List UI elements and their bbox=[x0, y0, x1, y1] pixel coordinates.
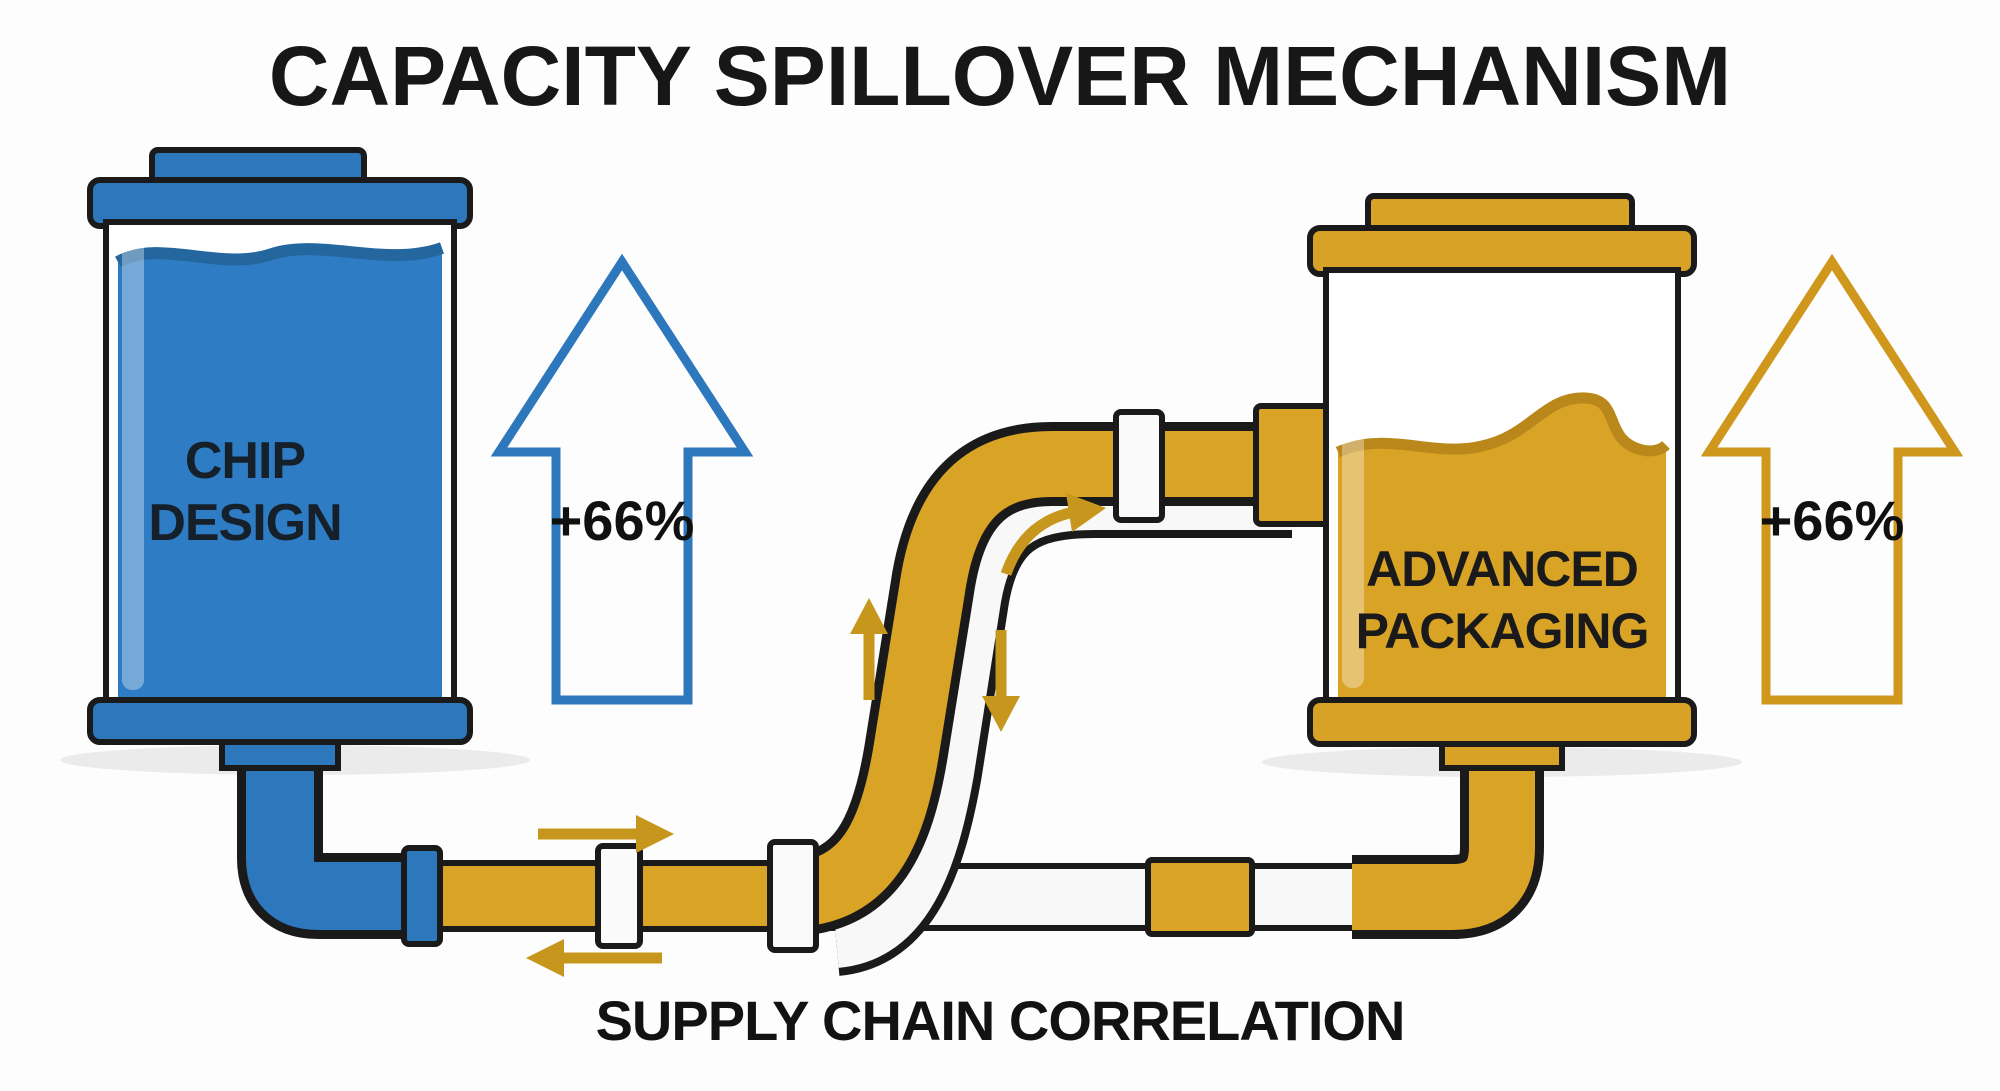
right-elbow-pipe bbox=[1352, 752, 1535, 930]
right-tank-label-line2: PACKAGING bbox=[1356, 603, 1649, 659]
flow-arrow-up-icon bbox=[850, 598, 888, 634]
left-tank-label-line1: CHIP bbox=[185, 432, 305, 490]
right-tank-base bbox=[1307, 697, 1697, 747]
right-tank-wave bbox=[1335, 392, 1670, 458]
growth-arrow-right: +66% bbox=[1700, 253, 1964, 705]
left-tank-liquid bbox=[118, 248, 442, 697]
coupling-gold-lower bbox=[1145, 857, 1255, 937]
page-title: CAPACITY SPILLOVER MECHANISM bbox=[269, 29, 1731, 123]
left-tank-glass-shine bbox=[122, 240, 144, 690]
flow-arrow-left-icon bbox=[526, 939, 564, 977]
left-tank: CHIP DESIGN bbox=[87, 147, 473, 771]
left-elbow-pipe bbox=[246, 766, 424, 930]
growth-arrow-left-value: +66% bbox=[550, 489, 695, 552]
flange-white-lower-2 bbox=[767, 839, 819, 953]
left-tank-base bbox=[87, 697, 473, 745]
flow-arrow-down-icon bbox=[982, 696, 1020, 732]
right-tank: ADVANCED PACKAGING bbox=[1307, 193, 1697, 771]
right-tank-inlet bbox=[1439, 741, 1565, 771]
left-tank-outlet bbox=[219, 739, 341, 771]
pipe-riser-gold bbox=[792, 431, 1296, 927]
left-tank-label-line2: DESIGN bbox=[148, 494, 341, 552]
flange-white-lower-1 bbox=[595, 843, 643, 949]
flow-arrow-right-icon bbox=[636, 815, 674, 853]
caption: SUPPLY CHAIN CORRELATION bbox=[596, 989, 1405, 1052]
flow-arrow-curve-shaft bbox=[1000, 506, 1076, 576]
right-tank-liquid bbox=[1338, 397, 1666, 697]
growth-arrow-right-shape bbox=[1700, 253, 1964, 705]
growth-arrow-right-value: +66% bbox=[1760, 489, 1905, 552]
flow-arrow-curve-icon bbox=[1066, 493, 1106, 532]
growth-arrow-left-shape bbox=[490, 253, 754, 705]
right-tank-label-line1: ADVANCED bbox=[1366, 541, 1638, 597]
flow-arrows bbox=[526, 493, 1106, 977]
growth-arrow-left: +66% bbox=[490, 253, 754, 705]
flange-white-upper bbox=[1113, 409, 1165, 523]
right-tank-glass-shine bbox=[1342, 288, 1364, 688]
flange-blue bbox=[401, 845, 443, 947]
left-tank-wave bbox=[115, 242, 444, 268]
